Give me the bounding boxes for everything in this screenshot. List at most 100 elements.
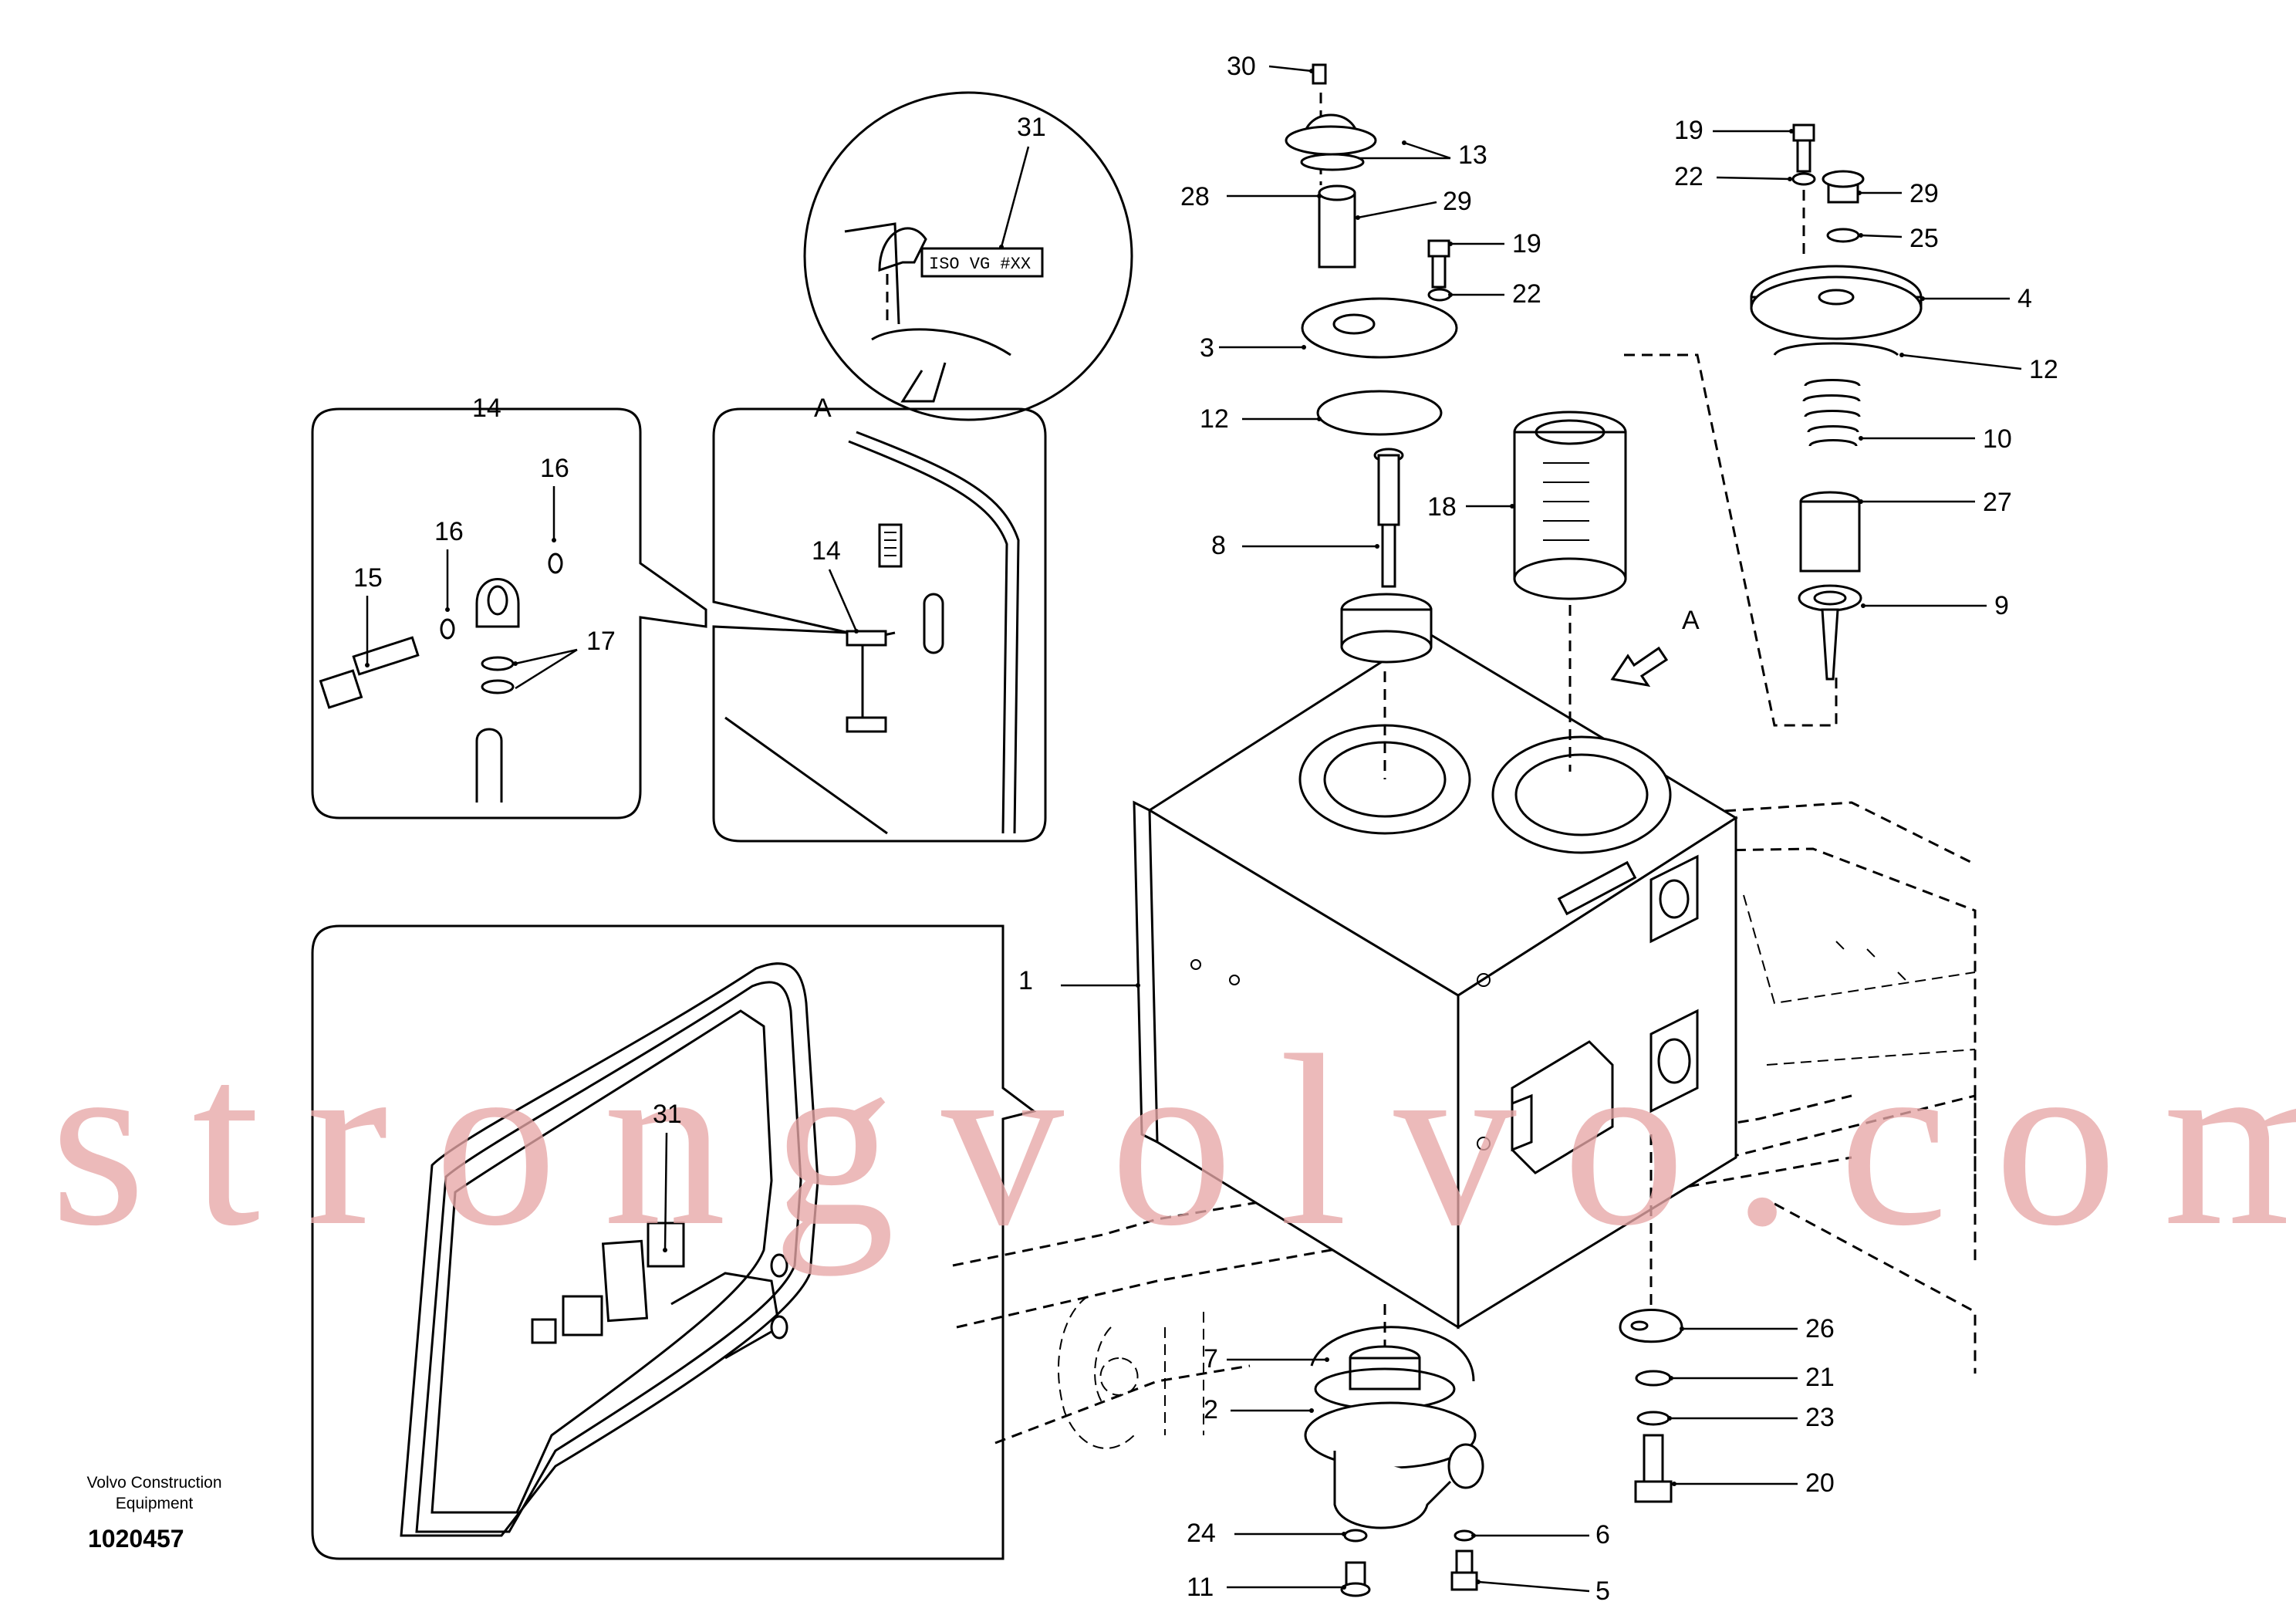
callout-label-7: 7: [1204, 1344, 1218, 1374]
manufacturer-line-2: Equipment: [115, 1495, 194, 1512]
detail-14-box: [311, 407, 707, 819]
iso-vg-plate-text: ISO VG #XX: [929, 255, 1031, 274]
callout-leader-end: [1789, 129, 1794, 133]
watermark: strongvolvo.com: [50, 1005, 2296, 1277]
callout-leader-31: [1000, 146, 1030, 248]
callout-leader-17: [515, 648, 578, 690]
callout-label-23: 23: [1805, 1403, 1835, 1432]
callout-leader-end: [1899, 353, 1904, 357]
callout-leader-end: [1302, 345, 1306, 350]
callout-leader-end: [1317, 194, 1322, 198]
callout-leader-end: [999, 245, 1004, 249]
callout-label-27: 27: [1983, 488, 2012, 517]
callout-label-12: 12: [1200, 404, 1229, 434]
callout-label-21: 21: [1805, 1363, 1835, 1392]
callout-leader-12: [1901, 353, 2022, 370]
suction-cover-assembly: [1750, 123, 1923, 681]
callout-leader-17: [515, 648, 578, 665]
callout-label-19: 19: [1674, 116, 1703, 145]
view-a-label: A: [1682, 606, 1700, 635]
bolt-19-washer-22-center: [1427, 239, 1452, 302]
callout-leader-end: [1859, 233, 1863, 238]
callout-leader-30: [1268, 65, 1312, 73]
callout-leader-end: [445, 607, 450, 612]
callout-label-4: 4: [2017, 284, 2032, 313]
callout-label-16: 16: [434, 517, 464, 546]
callout-leader-end: [1788, 177, 1792, 181]
callout-leader-end: [1859, 499, 1863, 504]
callout-leader-end: [1309, 1408, 1314, 1413]
callout-label-29: 29: [1909, 179, 1939, 208]
callout-label-5: 5: [1595, 1576, 1610, 1606]
detail-a-box: [712, 407, 1047, 843]
callout-label-20: 20: [1805, 1468, 1835, 1498]
callout-leader-14: [828, 569, 858, 632]
callout-label-18: 18: [1427, 492, 1457, 522]
callout-label-3: 3: [1200, 333, 1214, 363]
callout-label-17: 17: [586, 627, 616, 656]
callout-leader-end: [1448, 242, 1453, 246]
callout-label-12: 12: [2029, 355, 2058, 384]
callout-leader-end: [1510, 504, 1514, 509]
callout-leader-end: [663, 1248, 667, 1252]
callout-label-13: 13: [1458, 140, 1487, 170]
callout-leader-end: [1402, 140, 1406, 145]
callout-label-14: 14: [812, 536, 841, 566]
callout-leader-end: [1375, 544, 1379, 549]
callout-label-10: 10: [1983, 424, 2012, 454]
callout-leader-end: [1920, 296, 1925, 301]
callout-leader-end: [1136, 983, 1140, 988]
callout-label-15: 15: [353, 563, 383, 593]
callout-leader-end: [513, 661, 518, 666]
callout-label-22: 22: [1674, 162, 1703, 191]
callout-label-1: 1: [1018, 966, 1033, 995]
callout-label-2: 2: [1204, 1395, 1218, 1424]
callout-leader-end: [1448, 292, 1453, 297]
manufacturer-line-1: Volvo Construction: [86, 1474, 222, 1492]
hydraulic-tank: [1133, 631, 1738, 1330]
iso-vg-plate: [920, 247, 1044, 278]
callout-leader-end: [1859, 436, 1863, 441]
callout-label-31: 31: [653, 1100, 682, 1129]
return-filter: [1513, 411, 1627, 600]
callout-leaders: [365, 65, 2022, 1593]
callout-leader-29: [1357, 201, 1437, 219]
callout-leader-end: [1356, 215, 1360, 220]
document-footer: Volvo Construction Equipment 1020457: [54, 1472, 255, 1553]
breather-assembly: [1285, 63, 1458, 664]
callout-leader-end: [1309, 69, 1314, 73]
callout-leader-25: [1860, 234, 1903, 238]
callout-label-25: 25: [1909, 224, 1939, 253]
bottom-drain-assembly: [1304, 1326, 1484, 1597]
callout-leader-end: [1342, 1585, 1346, 1590]
oil-plate-detail: ISO VG #XX: [803, 91, 1133, 421]
callout-label-30: 30: [1227, 52, 1256, 81]
callout-label-28: 28: [1180, 182, 1210, 211]
mounting-bolt-stack: [1619, 1309, 1683, 1503]
callout-leader-end: [1317, 417, 1322, 421]
callout-leader-end: [1669, 1376, 1673, 1380]
callout-label-19: 19: [1512, 229, 1541, 259]
callout-leader-22: [1716, 176, 1791, 181]
callout-leader-end: [1672, 1482, 1676, 1486]
callout-leader-end: [1476, 1580, 1481, 1584]
callout-label-24: 24: [1187, 1519, 1216, 1548]
callout-leader-end: [365, 663, 370, 667]
callout-leader-end: [1667, 1416, 1672, 1421]
callout-leader-end: [1342, 1532, 1346, 1536]
callout-leader-end: [1680, 1326, 1684, 1331]
callout-label-16: 16: [540, 454, 569, 483]
callout-label-29: 29: [1443, 187, 1472, 216]
callout-label-22: 22: [1512, 279, 1541, 309]
callout-leader-end: [1471, 1533, 1476, 1538]
detail-a-title: A: [814, 394, 832, 423]
callout-leader-end: [552, 538, 556, 542]
callout-label-8: 8: [1211, 531, 1226, 560]
callout-leader-13: [1403, 141, 1451, 160]
callout-leader-end: [1325, 1357, 1329, 1362]
callout-leader-end: [1857, 191, 1862, 195]
callout-leader-end: [854, 629, 859, 634]
